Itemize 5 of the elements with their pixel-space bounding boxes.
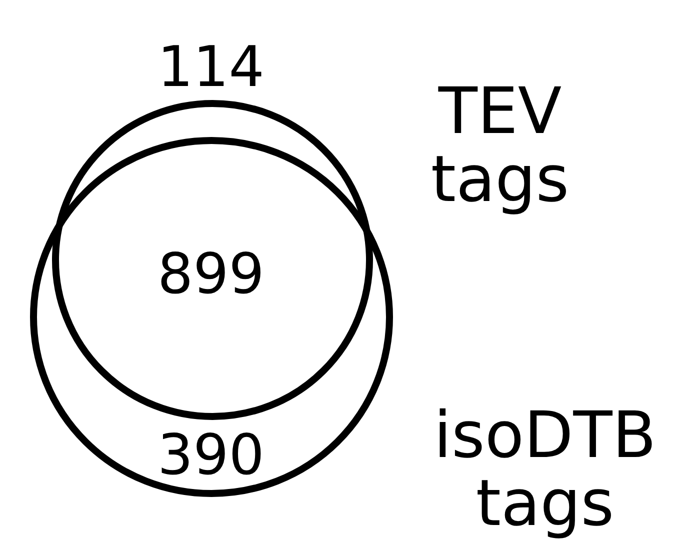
count-label: 390	[156, 426, 266, 486]
set-label: isoDTB tags	[432, 402, 658, 538]
count-label: 899	[156, 245, 266, 305]
count-label: 114	[156, 38, 266, 98]
set-label: TEV tags	[430, 78, 570, 214]
